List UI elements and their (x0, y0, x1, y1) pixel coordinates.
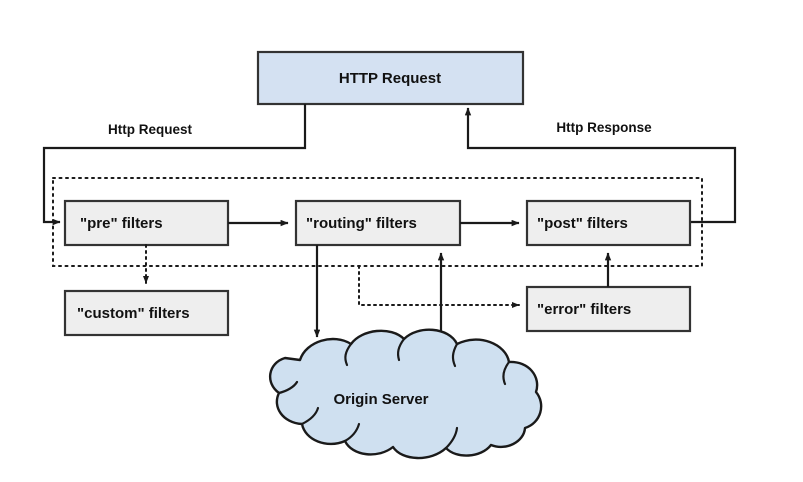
node-post-filters (525, 199, 692, 247)
edge-label-http-request: Http Request (108, 122, 193, 137)
edge-zone-to-error (358, 265, 520, 309)
node-pre-filters-label: "pre" filters (80, 215, 163, 232)
node-custom-filters (63, 289, 230, 337)
edge-label-http-response: Http Response (556, 120, 652, 135)
node-routing-filters (294, 199, 462, 247)
edge-post-to-http-request (464, 107, 737, 224)
cloud-inner-arcs (277, 337, 511, 450)
node-origin-server-label: Origin Server (333, 391, 428, 408)
node-http-request (256, 50, 525, 106)
node-pre-filters (63, 199, 230, 247)
node-custom-filters-label: "custom" filters (77, 305, 190, 322)
edge-request-to-pre (42, 104, 307, 226)
node-post-filters-label: "post" filters (537, 215, 628, 232)
node-error-filters-label: "error" filters (537, 301, 631, 318)
node-error-filters (525, 285, 692, 333)
node-routing-filters-label: "routing" filters (306, 215, 417, 232)
node-http-request-label: HTTP Request (339, 70, 441, 87)
